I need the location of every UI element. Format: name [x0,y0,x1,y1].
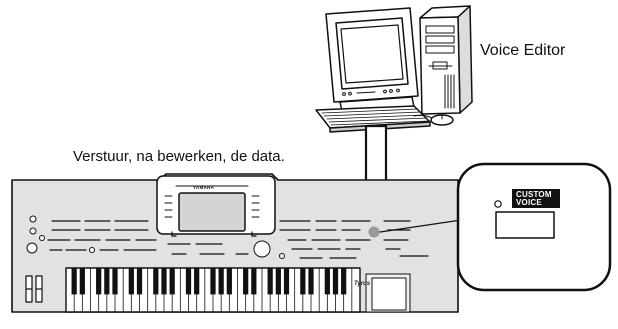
custom-voice-label: CUSTOM VOICE [512,189,560,208]
computer-monitor-icon [325,7,419,112]
black-key [185,268,192,295]
black-key [136,268,143,295]
black-key [71,268,77,295]
black-key [308,268,314,295]
black-key [324,268,330,295]
black-key [226,268,232,295]
black-key [96,268,102,295]
voice-label: VOICE [516,198,542,207]
black-key [210,268,216,295]
callout-bubble-icon [456,162,612,292]
custom-label: CUSTOM [516,190,552,199]
black-key [267,268,273,295]
black-key [79,268,85,295]
black-key [112,268,118,295]
voice-editor-label: Voice Editor [480,42,566,59]
tower-pc-icon [419,5,473,115]
black-key [283,268,290,295]
black-key [332,268,339,295]
piano-keys [71,267,353,313]
black-key [300,268,306,295]
black-key [251,268,257,295]
brand-logo: YAMAHA [193,185,215,190]
send-after-edit-label: Verstuur, na bewerken, de data. [73,148,285,165]
black-key [161,268,167,295]
black-key [275,268,281,295]
black-key [218,268,224,295]
synthesizer-icon [11,173,459,313]
callout-connector [379,218,469,233]
black-key [243,268,249,295]
model-logo: Tyros [354,281,371,287]
black-key [194,268,200,295]
black-key [104,268,110,295]
mouse-icon [413,114,454,126]
black-key [128,268,134,295]
black-key [341,268,347,295]
black-key [169,268,175,295]
black-key [153,268,159,295]
